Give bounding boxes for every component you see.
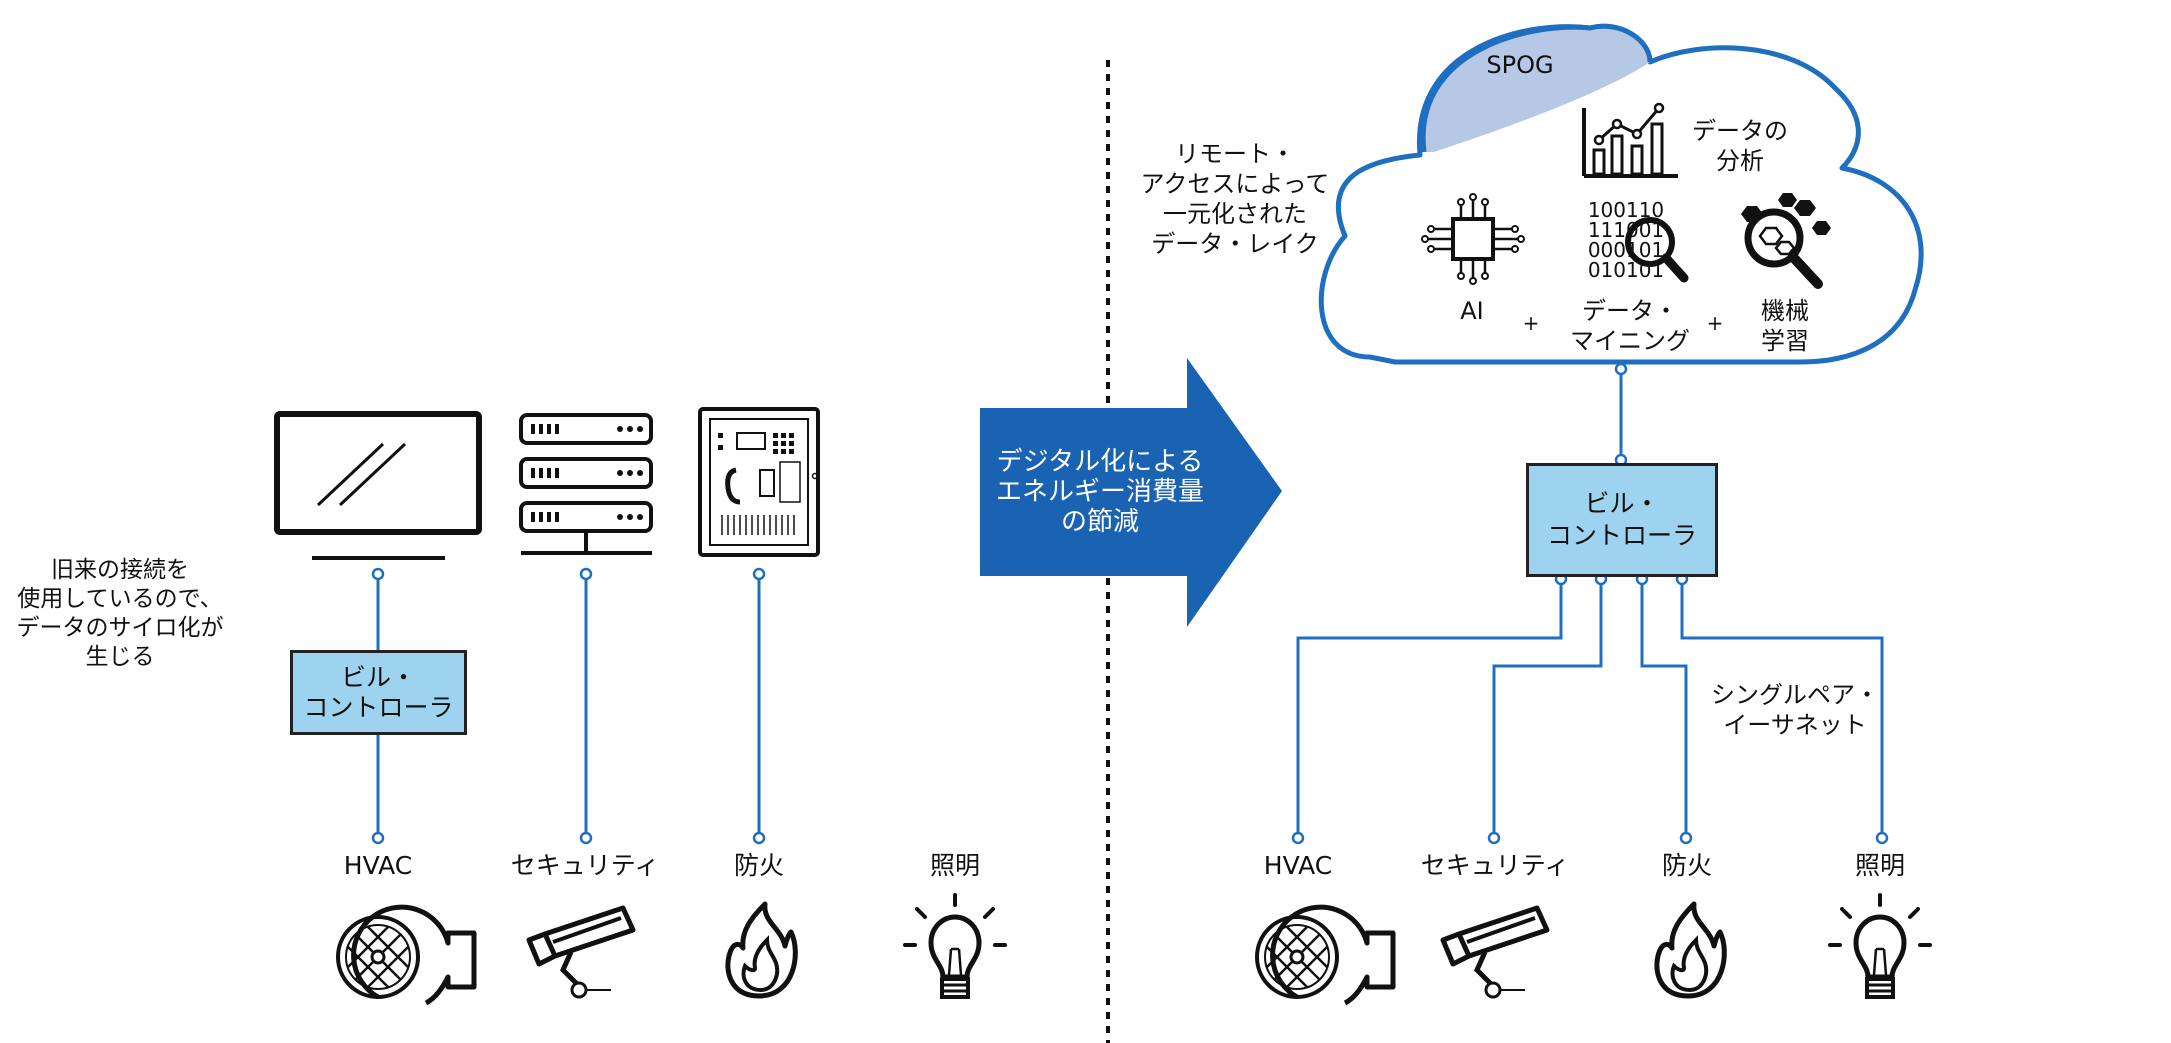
right-connections <box>1296 369 1884 838</box>
device-label-hvac: HVAC <box>1263 851 1333 880</box>
controller-label: ビル・ コントローラ <box>1546 489 1697 550</box>
fan-icon <box>338 907 474 1003</box>
ai-label: AI <box>1460 297 1484 325</box>
left-building-controller: ビル・ コントローラ <box>290 650 467 735</box>
device-label-fire: 防火 <box>1661 851 1712 880</box>
device-label-lighting: 照明 <box>929 851 980 880</box>
machine-learning-label: 機械 学習 <box>1761 297 1809 355</box>
device-label-lighting: 照明 <box>1854 851 1905 880</box>
fire-panel-icon <box>698 407 820 557</box>
spog-label: SPOG <box>1486 51 1554 79</box>
magnifier-icon <box>1625 217 1689 283</box>
bulb-icon <box>905 895 1005 997</box>
plus-sign: + <box>1706 311 1724 335</box>
device-label-security: セキュリティ <box>1420 851 1570 880</box>
plus-sign: + <box>1522 311 1540 335</box>
arrow-text: デジタル化による エネルギー消費量 の節減 <box>995 447 1204 537</box>
ai-chip-icon <box>1421 193 1525 285</box>
digitalization-arrow <box>980 358 1282 627</box>
server-icon <box>519 413 653 555</box>
spe-note: シングルペア・ イーサネット <box>1711 681 1879 739</box>
bulb-icon <box>1830 895 1930 997</box>
left-connectors <box>371 567 766 845</box>
controller-label: ビル・ コントローラ <box>303 662 454 722</box>
binary-digits: 100110 111001 000101 010101 <box>1587 198 1665 282</box>
device-label-hvac: HVAC <box>343 851 413 880</box>
device-label-security: セキュリティ <box>510 851 660 880</box>
flame-icon <box>1657 904 1724 996</box>
left-connections <box>376 574 761 838</box>
device-label-fire: 防火 <box>733 851 784 880</box>
analytics-chart-icon <box>1582 102 1678 178</box>
fan-icon <box>1257 907 1393 1003</box>
silo-note: 旧来の接続を 使用しているので、 データのサイロ化が 生じる <box>16 557 224 670</box>
camera-icon <box>1443 908 1547 997</box>
machine-learning-icon <box>1741 193 1831 289</box>
right-connectors <box>1291 362 1889 845</box>
flame-icon <box>728 904 795 996</box>
right-building-controller: ビル・ コントローラ <box>1526 463 1718 577</box>
camera-icon <box>529 908 633 997</box>
data-mining-label: データ・ マイニング <box>1570 297 1690 355</box>
analytics-label: データの 分析 <box>1692 117 1788 175</box>
data-lake-note: リモート・ アクセスによって 一元化された データ・レイク <box>1140 140 1330 258</box>
monitor-icon <box>274 411 482 560</box>
